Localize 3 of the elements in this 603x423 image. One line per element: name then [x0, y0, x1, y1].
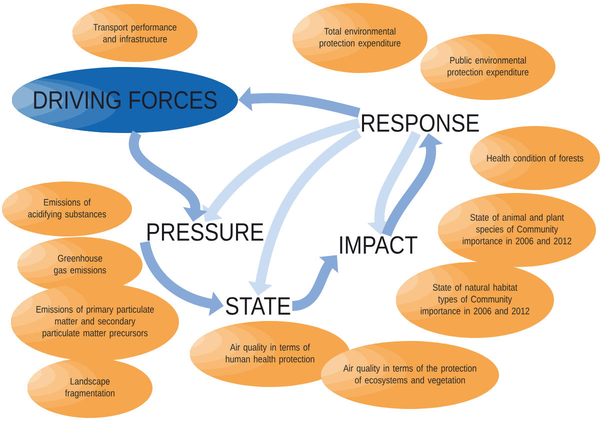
stage-label: IMPACT — [340, 236, 418, 254]
stage-label: STATE — [226, 297, 290, 315]
stage-label: PRESSURE — [148, 223, 264, 241]
